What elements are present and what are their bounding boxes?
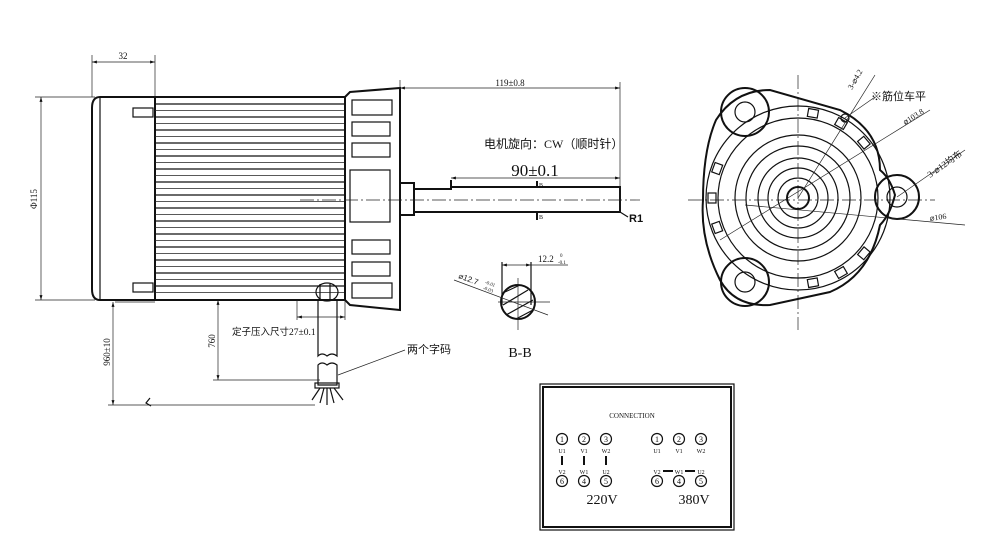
- end-cap: [91, 96, 155, 301]
- dim-flat-tol-lower: -0.1: [558, 261, 566, 266]
- terminal-circle: [672, 432, 686, 446]
- front-view: 3-⌀4.2 ※筋位车平 ⌀103.8 3-⌀12均布 ⌀106: [688, 68, 966, 330]
- terminal-number: 2: [677, 435, 681, 444]
- dim-lead-long: 960±10: [102, 338, 112, 366]
- terminal-circle: [694, 432, 708, 446]
- terminal-number: 3: [604, 435, 608, 444]
- terminal-number: 6: [655, 477, 659, 486]
- dim-flat-tol-upper: 0: [560, 254, 563, 259]
- cooling-fins: [155, 103, 345, 293]
- dim-shaft: 90±0.1: [511, 161, 559, 180]
- terminal-number: 1: [560, 435, 564, 444]
- terminal-circle: [555, 474, 569, 488]
- bolt-boss: [710, 161, 724, 176]
- terminal-number: 4: [677, 477, 681, 486]
- voltage-220v: 220V: [586, 493, 617, 508]
- lead-cable: [311, 282, 344, 405]
- rotation-note: 电机旋向：CW（顺时针）: [484, 136, 623, 151]
- dim-lead-short: 760: [207, 334, 217, 348]
- terminal-number: 3: [699, 435, 703, 444]
- shaft-boss: [399, 182, 415, 216]
- housing-outline: [701, 88, 897, 307]
- terminal-label: V1: [675, 449, 682, 455]
- connection-title: CONNECTION: [609, 412, 655, 420]
- terminal-label: U2: [697, 470, 704, 476]
- mount-holes-note: 3-⌀12均布: [925, 148, 964, 180]
- terminal-circle: [577, 432, 591, 446]
- front-flange: [344, 86, 401, 312]
- terminal-label: U1: [653, 449, 660, 455]
- terminal-label: V2: [558, 470, 565, 476]
- side-view: 32 Φ115 119±0.8 电机旋向：CW（顺时针） 90±0.1 B B …: [29, 51, 643, 407]
- dim-section-diameter: ⌀12.7: [457, 271, 480, 287]
- terminal-circle: [694, 474, 708, 488]
- terminal-circle: [599, 432, 613, 446]
- terminal-number: 2: [582, 435, 586, 444]
- dim-overall: 119±0.8: [495, 78, 525, 88]
- section-label: B-B: [508, 346, 531, 361]
- dim-endcap: 32: [119, 51, 128, 61]
- terminal-number: 4: [582, 477, 586, 486]
- stator-note: 定子压入尺寸27±0.1: [232, 326, 316, 338]
- terminal-circle: [599, 474, 613, 488]
- dim-diameter-tol-upper: -0.01: [484, 281, 496, 289]
- section-mark-bottom: B: [539, 215, 543, 221]
- terminal-label: W2: [697, 449, 706, 455]
- bolt-boss: [806, 277, 820, 289]
- terminal-label: U1: [558, 449, 565, 455]
- dim-diameter-tol-lower: -0.03: [482, 286, 494, 294]
- bolt-boss: [710, 220, 724, 235]
- shaft: [414, 180, 621, 213]
- terminal-circle: [555, 432, 569, 446]
- dim-diameter: Φ115: [29, 189, 39, 209]
- rib-note: ※筋位车平: [871, 89, 926, 103]
- holes-note: 3-⌀4.2: [846, 68, 865, 91]
- terminal-circle: [650, 432, 664, 446]
- marker-note: 两个字码: [407, 342, 451, 356]
- terminal-label: V2: [653, 470, 660, 476]
- terminal-number: 5: [699, 477, 703, 486]
- bolt-boss: [833, 265, 849, 280]
- terminal-number: 6: [560, 477, 564, 486]
- dim-flat: 12.2: [538, 254, 554, 264]
- terminal-label: U2: [602, 470, 609, 476]
- terminal-number: 5: [604, 477, 608, 486]
- section-view: 12.2 0 -0.1 ⌀12.7 -0.01 -0.03 B-B: [453, 254, 568, 361]
- pcd-small: ⌀103.8: [901, 107, 925, 127]
- bolt-boss: [856, 246, 872, 261]
- terminal-circle: [672, 474, 686, 488]
- terminal-circle: [577, 474, 591, 488]
- terminal-label: V1: [580, 449, 587, 455]
- terminal-label: W1: [580, 470, 589, 476]
- bolt-boss: [856, 135, 872, 150]
- motor-body: [154, 96, 346, 301]
- voltage-380v: 380V: [678, 493, 709, 508]
- radius-note: R1: [629, 213, 643, 225]
- terminal-circle: [650, 474, 664, 488]
- terminal-label: W1: [675, 470, 684, 476]
- terminal-number: 1: [655, 435, 659, 444]
- bolt-boss: [806, 107, 820, 119]
- pcd-large: ⌀106: [929, 212, 947, 223]
- section-mark-top: B: [539, 183, 543, 189]
- bolt-boss: [707, 192, 717, 204]
- terminal-label: W2: [602, 449, 611, 455]
- bolt-boss: [833, 116, 849, 131]
